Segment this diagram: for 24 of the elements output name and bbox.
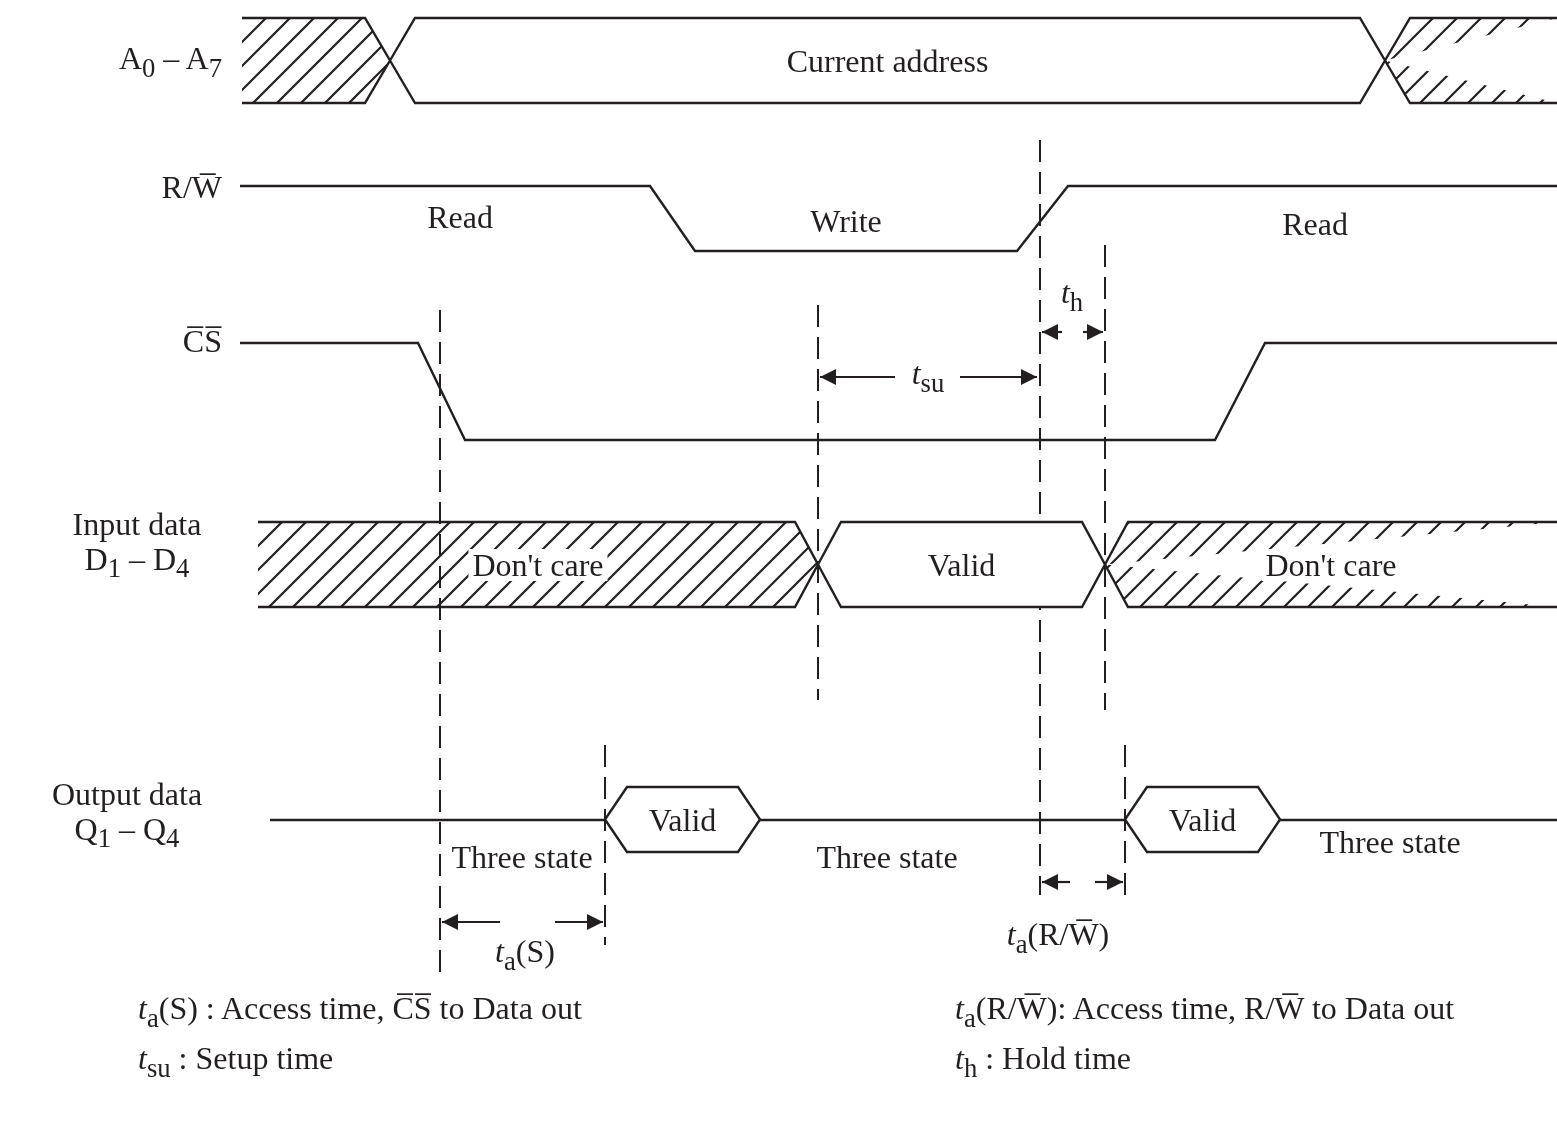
signal-name: C̅S̅ bbox=[182, 324, 222, 360]
state-label: Read bbox=[1282, 207, 1348, 243]
signal-name: Output data Q$_{1}$ – Q$_{4}$ bbox=[50, 776, 204, 854]
state-label: Three state bbox=[816, 840, 958, 876]
bus-label: Valid bbox=[647, 803, 718, 836]
timing-label: t$_{h}$ bbox=[1060, 275, 1084, 317]
signal-name: A$_{0}$ – A$_{7}$ bbox=[118, 41, 222, 83]
timing-label: t$_{a}$(R/W̅) bbox=[1006, 917, 1110, 959]
bus-label: Valid bbox=[926, 548, 997, 581]
timing-label: t$_{a}$(S) bbox=[495, 934, 555, 976]
signal-name: R/W̅ bbox=[161, 170, 222, 206]
note-text: t$_{su}$ : Setup time bbox=[138, 1041, 334, 1083]
state-label: Three state bbox=[451, 840, 593, 876]
state-label: Three state bbox=[1319, 825, 1461, 861]
state-label: Write bbox=[810, 204, 882, 240]
bus-label: Current address bbox=[785, 44, 990, 77]
state-label: Read bbox=[427, 200, 493, 236]
note-text: t$_{h}$ : Hold time bbox=[955, 1041, 1131, 1083]
timing-label: t$_{su}$ bbox=[911, 356, 945, 398]
bus-label: Valid bbox=[1167, 803, 1238, 836]
signal-name: Input data D$_{1}$ – D$_{4}$ bbox=[71, 506, 203, 584]
note-text: t$_{a}$(R/W̅): Access time, R/W̅ to Data out bbox=[955, 991, 1455, 1033]
note-text: t$_{a}$(S) : Access time, C̅S̅ to Data out bbox=[138, 991, 582, 1033]
bus-label: Don't care bbox=[468, 548, 608, 581]
